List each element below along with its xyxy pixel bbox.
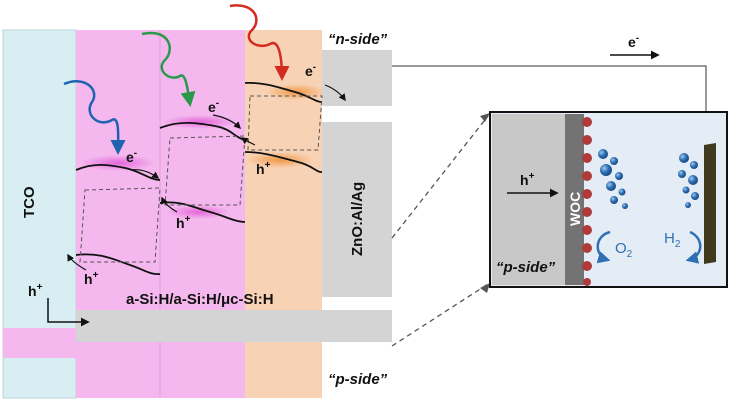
electron-label-1: e- (126, 148, 137, 165)
band-diagram-1 (75, 163, 161, 276)
glow-3 (166, 205, 230, 219)
electron-label-2: e- (208, 98, 219, 115)
p-side-label: “p-side” (328, 371, 388, 388)
photon-blue (63, 80, 126, 155)
o2-label: O2 (615, 240, 633, 260)
electron-label-3: e- (305, 62, 316, 79)
cell-p-side-block (492, 114, 565, 285)
n-side-contact (322, 50, 392, 106)
zoom-arrowhead-bottom (480, 283, 490, 293)
glow-1 (80, 155, 156, 171)
tco-label: TCO (21, 186, 38, 218)
back-contact (322, 122, 392, 297)
photon-green (141, 31, 196, 107)
o2-bubbles (598, 149, 628, 209)
stack-label: a-Si:H/a-Si:H/μc-Si:H (126, 291, 274, 308)
zoom-line-bottom (391, 283, 489, 347)
catalyst-particles (582, 117, 592, 286)
band-diagram-2 (159, 121, 246, 223)
woc-label: WOC (567, 192, 583, 226)
o2-cycle-arrow (596, 230, 611, 264)
hole-label-injection: h+ (28, 282, 43, 299)
n-side-label: “n-side” (328, 31, 388, 48)
band-diagram-3 (244, 82, 323, 173)
glow-5 (246, 152, 314, 168)
woc-layer (565, 114, 584, 285)
h2-label: H2 (664, 230, 681, 250)
hole-label-cell: h+ (520, 171, 535, 188)
hole-label-2: h+ (176, 214, 191, 231)
cell-p-side-label: “p-side” (496, 259, 556, 276)
h2-bubbles (678, 153, 699, 208)
zoom-line-top (391, 115, 489, 239)
carrier-arrows (67, 84, 346, 271)
hole-label-3: h+ (256, 160, 271, 177)
glow-2 (162, 115, 238, 129)
h2-cycle-arrow (685, 230, 702, 264)
contact-label: ZnO:Al/Ag (349, 182, 366, 256)
p-side-contact (76, 310, 392, 342)
zoom-arrowhead-top (480, 113, 490, 122)
hole-label-1: h+ (84, 270, 99, 287)
photon-red (229, 4, 290, 81)
hole-injection-arrow (47, 298, 90, 327)
tco-tab (3, 328, 76, 358)
electron-label-wire: e- (628, 33, 639, 50)
dashed-cell-boxes (79, 95, 323, 263)
cathode-plate (704, 143, 716, 264)
